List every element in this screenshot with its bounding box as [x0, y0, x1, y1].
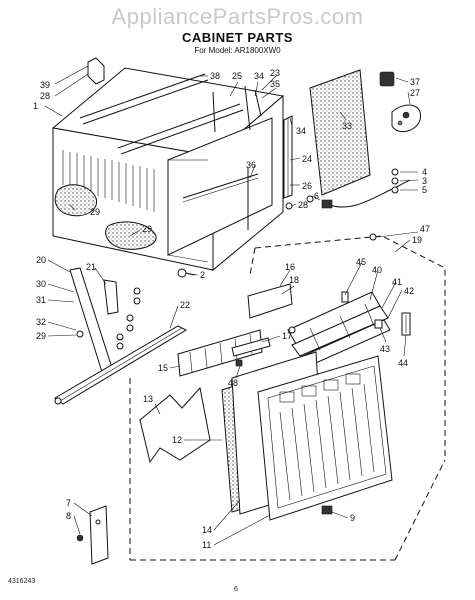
callout-29a: 29: [90, 207, 100, 217]
filter-panel: [309, 69, 371, 196]
callout-41: 41: [392, 277, 402, 287]
callout-36: 36: [246, 160, 256, 170]
louver-assembly: [287, 291, 391, 371]
cabinet-shell: [51, 57, 285, 278]
watermark-site-name: AppliancePartsPros.com: [111, 4, 364, 29]
callout-38: 38: [210, 71, 220, 81]
callout-30: 30: [36, 279, 46, 289]
front-grille: [257, 355, 393, 521]
callout-35: 35: [270, 79, 280, 89]
mounting-bracket: [76, 505, 109, 565]
callout-26: 26: [302, 181, 312, 191]
callout-48: 48: [228, 378, 238, 388]
callout-9: 9: [350, 513, 355, 523]
diagram-title: CABINET PARTS: [182, 30, 293, 45]
callout-45: 45: [356, 257, 366, 267]
callout-25: 25: [232, 71, 242, 81]
callout-14: 14: [202, 525, 212, 535]
callout-42: 42: [404, 286, 414, 296]
callout-15: 15: [158, 363, 168, 373]
callout-20: 20: [36, 255, 46, 265]
callout-21: 21: [86, 262, 96, 272]
callout-17: 17: [282, 331, 292, 341]
callout-6: 6: [314, 191, 319, 201]
callout-19: 19: [412, 235, 422, 245]
callout-40: 40: [372, 265, 382, 275]
callout-2: 2: [200, 270, 205, 280]
callout-16: 16: [285, 262, 295, 272]
small-clips: [369, 233, 411, 336]
model-subtitle: For Model: AR1800XW0: [194, 46, 281, 55]
callout-44: 44: [398, 358, 408, 368]
callout-34a: 34: [254, 71, 264, 81]
side-curtain: [283, 115, 293, 199]
callout-33: 33: [342, 121, 352, 131]
callout-29b: 29: [142, 224, 152, 234]
callout-3: 3: [422, 176, 427, 186]
callout-23: 23: [270, 68, 280, 78]
callout-27: 27: [410, 88, 420, 98]
support-bracket: [69, 267, 141, 373]
callout-18: 18: [289, 275, 299, 285]
control-knob-parts: [379, 71, 422, 133]
callout-22: 22: [180, 300, 190, 310]
callout-13: 13: [143, 394, 153, 404]
callout-37: 37: [410, 77, 420, 87]
callout-12: 12: [172, 435, 182, 445]
callout-1: 1: [33, 101, 38, 111]
callout-29c: 29: [36, 331, 46, 341]
callout-4: 4: [422, 167, 427, 177]
callout-28b: 28: [298, 200, 308, 210]
callout-31: 31: [36, 295, 46, 305]
callout-7: 7: [66, 498, 71, 508]
air-vent-deflector: [177, 283, 296, 377]
callout-8: 8: [66, 511, 71, 521]
callout-28: 28: [40, 91, 50, 101]
leader-lines: [44, 65, 419, 546]
callout-47: 47: [420, 224, 430, 234]
callout-39: 39: [40, 80, 50, 90]
callout-11: 11: [202, 540, 211, 550]
callout-34b: 34: [296, 126, 306, 136]
callout-43: 43: [380, 344, 390, 354]
callout-24: 24: [302, 154, 312, 164]
callout-32: 32: [36, 317, 46, 327]
page-number: 6: [234, 586, 238, 593]
support-rail: [54, 325, 188, 405]
callout-5: 5: [422, 185, 427, 195]
drawing-code: 4316243: [8, 578, 36, 585]
callout-labels: 39 28 1 38 25 34 23 35 34 33 37 27 4 3 5…: [33, 68, 430, 550]
